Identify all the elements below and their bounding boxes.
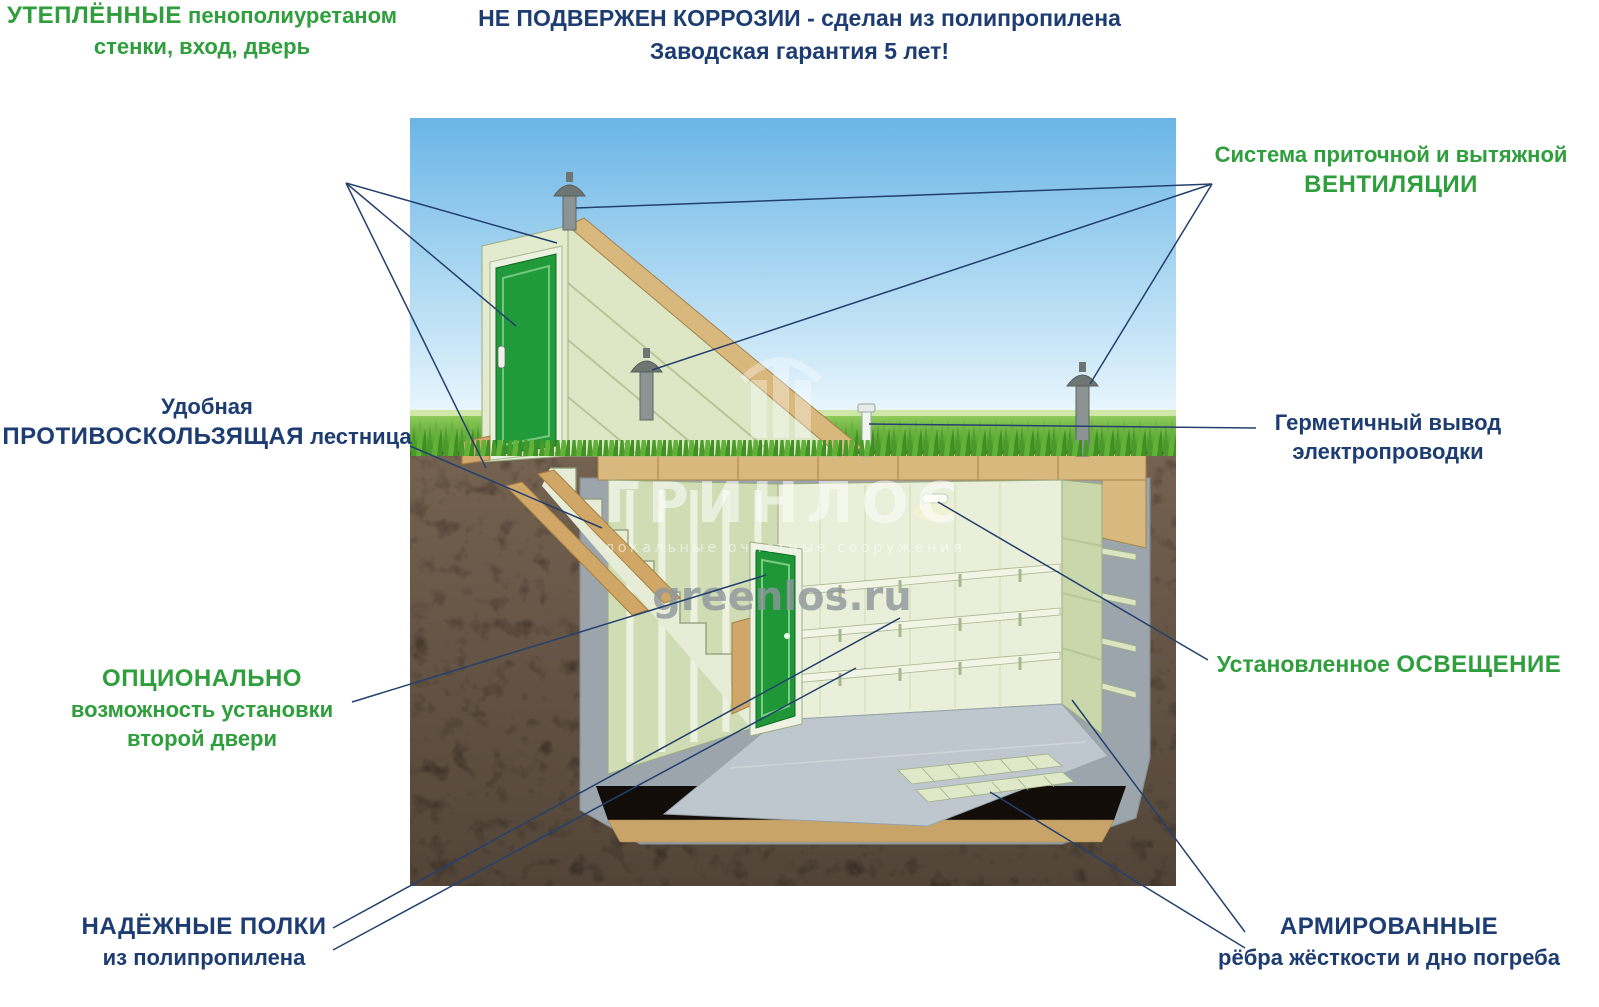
page-title: НЕ ПОДВЕРЖЕН КОРРОЗИИ - сделан из полипр… — [0, 2, 1599, 68]
label-ladder-line1: Удобная — [161, 394, 253, 419]
label-vent-line1: Система приточной и вытяжной — [1214, 142, 1568, 167]
label-optional-line2: возможность установки — [70, 696, 334, 722]
right-wood-frame — [1101, 479, 1147, 549]
watermark-url: greenlos.ru — [652, 574, 912, 620]
label-reinforced-ribs: АРМИРОВАННЫЕ рёбра жёсткости и дно погре… — [1182, 911, 1596, 972]
label-sealed-wiring: Герметичный вывод электропроводки — [1238, 408, 1538, 466]
wiring-outlet — [857, 403, 876, 457]
label-insulated-line2: стенки, вход, дверь — [93, 33, 311, 59]
grass-fringe — [410, 440, 1176, 456]
watermark-logo-icon — [740, 357, 822, 438]
cellar-lid — [597, 453, 1147, 481]
label-vent-line2: ВЕНТИЛЯЦИИ — [1304, 171, 1478, 199]
watermark-brand: ГРИНЛОС — [604, 471, 966, 536]
cellar-illustration: ГРИНЛОС локальные очистные сооружения gr… — [410, 118, 1176, 886]
label-antislip-ladder: Удобная ПРОТИВОСКОЛЬЗЯЩАЯ лестница — [0, 392, 414, 453]
door-handle — [497, 345, 506, 369]
label-reinforced-line1: АРМИРОВАННЫЕ — [1279, 913, 1499, 940]
label-insulated-walls: УТЕПЛЁННЫЕ пенополиуретаном стенки, вход… — [0, 0, 404, 61]
title-line1: НЕ ПОДВЕРЖЕН КОРРОЗИИ - сделан из полипр… — [478, 5, 1121, 31]
label-reliable-shelves: НАДЁЖНЫЕ ПОЛКИ из полипропилена — [36, 911, 372, 972]
label-shelves-line1: НАДЁЖНЫЕ ПОЛКИ — [81, 913, 327, 940]
floor-ribs — [897, 753, 1075, 803]
watermark-subtitle: локальные очистные сооружения — [605, 540, 965, 556]
title-line2: Заводская гарантия 5 лет! — [649, 38, 950, 64]
label-insulated-line1: УТЕПЛЁННЫЕ пенополиуретаном — [6, 2, 398, 29]
inner-door — [749, 541, 803, 737]
label-ladder-line2: ПРОТИВОСКОЛЬЗЯЩАЯ лестница — [2, 423, 412, 451]
label-installed-lighting: Установленное ОСВЕЩЕНИЕ — [1216, 651, 1562, 678]
label-wiring-line1: Герметичный вывод — [1274, 410, 1502, 435]
label-ventilation-system: Система приточной и вытяжной ВЕНТИЛЯЦИИ — [1186, 140, 1596, 201]
label-optional-line1: ОПЦИОНАЛЬНО — [102, 665, 302, 692]
label-optional-line3: второй двери — [126, 725, 278, 751]
label-reinforced-line2: рёбра жёсткости и дно погреба — [1218, 944, 1560, 970]
label-shelves-line2: из полипропилена — [102, 944, 306, 970]
label-wiring-line2: электропроводки — [1292, 439, 1484, 465]
label-optional-second-door: ОПЦИОНАЛЬНО возможность установки второй… — [10, 663, 394, 753]
